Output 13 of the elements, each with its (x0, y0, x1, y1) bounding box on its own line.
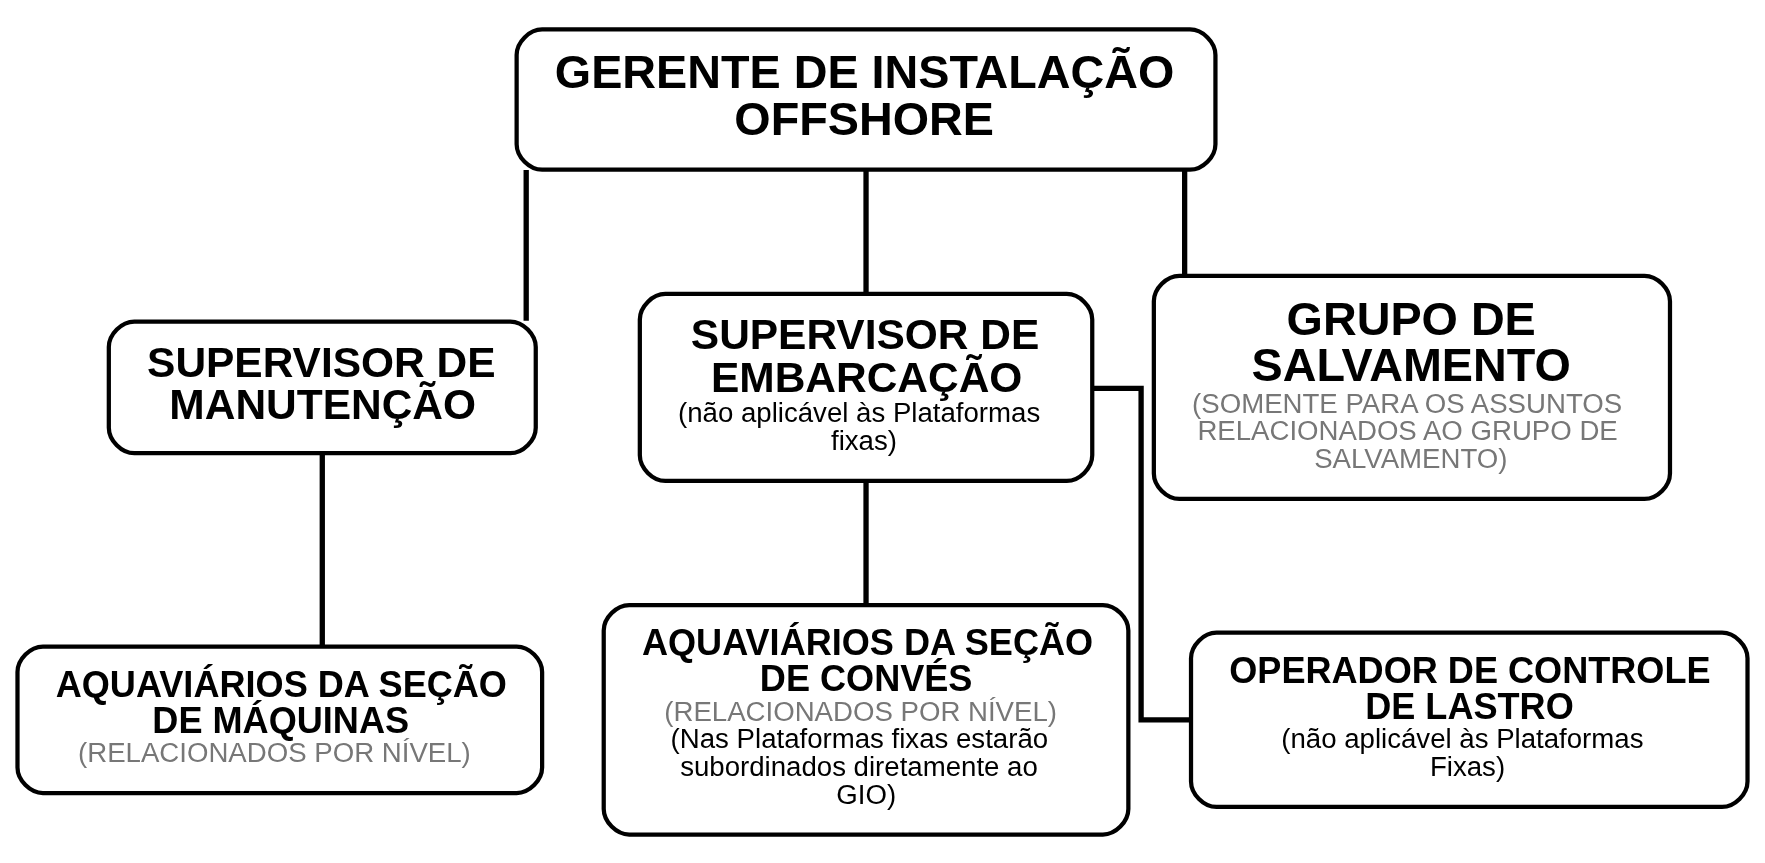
node-box: GERENTE DE INSTALAÇÃO OFFSHORE (514, 26, 1218, 172)
connector (1182, 169, 1188, 276)
connector (319, 453, 325, 647)
connector (863, 169, 869, 294)
node-box: SUPERVISOR DE MANUTENÇÃO (106, 318, 538, 455)
node-box: OPERADOR DE CONTROLE DE LASTRO (não aplicável às Plataformas Fixas) (1188, 630, 1750, 809)
connector (1092, 385, 1191, 722)
node-box: AQUAVIÁRIOS DA SEÇÃO DE MÁQUINAS (RELACIONADOS POR NÍVEL) (15, 643, 545, 795)
connector (523, 169, 529, 321)
connector (863, 480, 869, 605)
node-box: GRUPO DE SALVAMENTO (SOMENTE PARA OS ASSUNTOS RELACIONADOS AO GRUPO DE SALVAMENTO) (1151, 273, 1673, 501)
node-box: SUPERVISOR DE EMBARCAÇÃO (não aplicável às Plataformas fixas) (637, 291, 1095, 483)
node-box: AQUAVIÁRIOS DA SEÇÃO DE CONVÉS (RELACIONADOS POR NÍVEL) (Nas Plataformas fixas estarão subordinados diretamente ao GIO) (601, 602, 1131, 837)
